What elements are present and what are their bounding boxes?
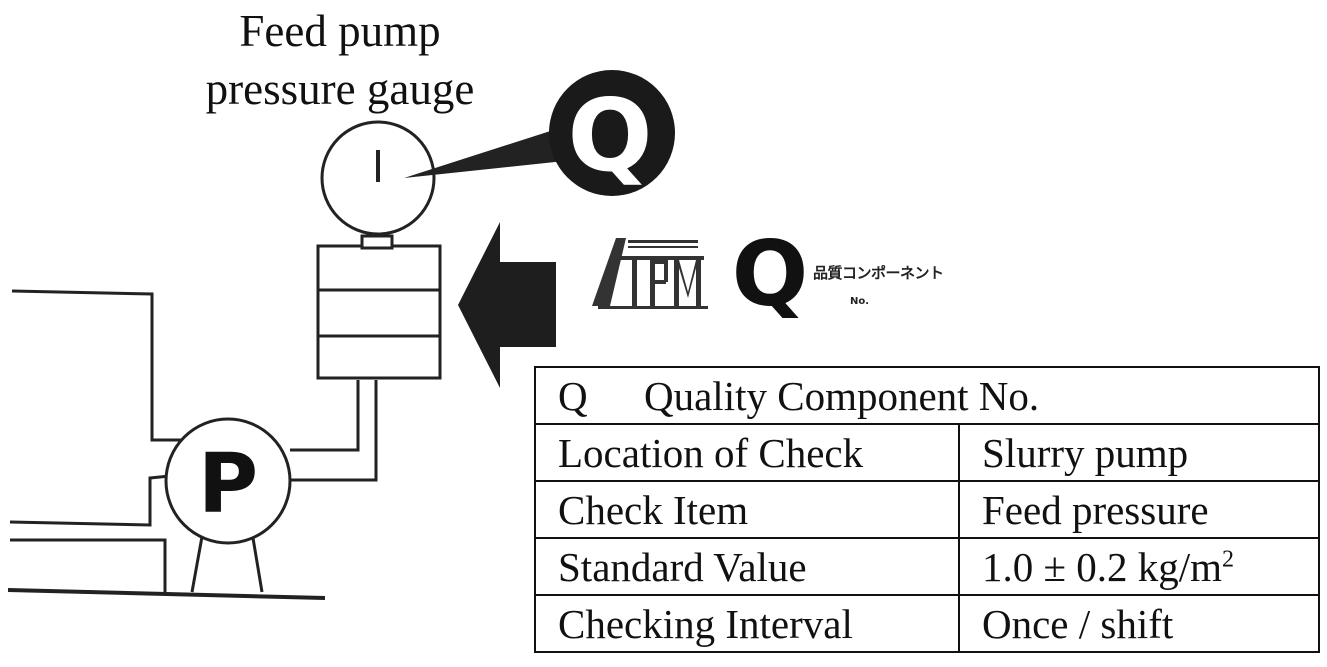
- pump-base-upper: [9, 474, 171, 527]
- badge-japanese-text: 品質コンポーネント: [813, 264, 944, 282]
- floor-line: [7, 588, 326, 600]
- badge-no-text: No.: [850, 296, 870, 307]
- gauge-label-line2: pressure gauge: [205, 64, 475, 114]
- pump-letter: P: [198, 437, 258, 532]
- callout-pointer: [404, 126, 574, 178]
- row-label-interval: Checking Interval: [534, 594, 960, 653]
- pump-circle: [164, 417, 292, 545]
- pump-base-lower: [10, 538, 167, 595]
- row-label-standard-value: Standard Value: [534, 537, 960, 596]
- row-value-location: Slurry pump: [958, 423, 1320, 482]
- component-box-top: [316, 244, 442, 292]
- row-value-standard-value-exponent: 2: [1222, 545, 1235, 572]
- quality-component-table: Q Quality Component No. Location of Check…: [534, 366, 1320, 653]
- row-value-standard-value-cell: 1.0 ± 0.2 kg/m2: [958, 537, 1320, 596]
- table-row: Checking Interval Once / shift: [534, 594, 1320, 653]
- tpm-logo: [592, 238, 708, 309]
- table-title-row: Q Quality Component No.: [534, 366, 1320, 425]
- table-row: Standard Value 1.0 ± 0.2 kg/m2: [534, 537, 1320, 596]
- row-value-standard-value: 1.0 ± 0.2 kg/m: [982, 543, 1223, 590]
- q-callout-letter: Q: [567, 77, 652, 194]
- outlet-pipe-inner: [290, 380, 360, 452]
- badge-q-letter: Q: [732, 222, 809, 327]
- row-value-check-item: Feed pressure: [958, 480, 1320, 539]
- table-title-cell: Q Quality Component No.: [534, 366, 1320, 425]
- table-row: Check Item Feed pressure: [534, 480, 1320, 539]
- row-label-check-item: Check Item: [534, 480, 960, 539]
- outlet-pipe: [290, 380, 378, 482]
- table-row: Location of Check Slurry pump: [534, 423, 1320, 482]
- inlet-pipe: [11, 289, 190, 442]
- component-box-middle: [316, 288, 442, 338]
- gauge-label-line1: Feed pump: [239, 6, 441, 56]
- table-title: Quality Component No.: [644, 372, 1040, 419]
- row-label-location: Location of Check: [534, 423, 960, 482]
- gauge-neck: [360, 234, 394, 250]
- large-pointer-arrow: [458, 222, 556, 388]
- table-title-q: Q: [558, 372, 588, 419]
- row-value-interval: Once / shift: [958, 594, 1320, 653]
- component-box-bottom: [316, 334, 442, 380]
- q-callout-bubble: [549, 70, 675, 196]
- gauge-label: Feed pump pressure gauge: [150, 2, 530, 118]
